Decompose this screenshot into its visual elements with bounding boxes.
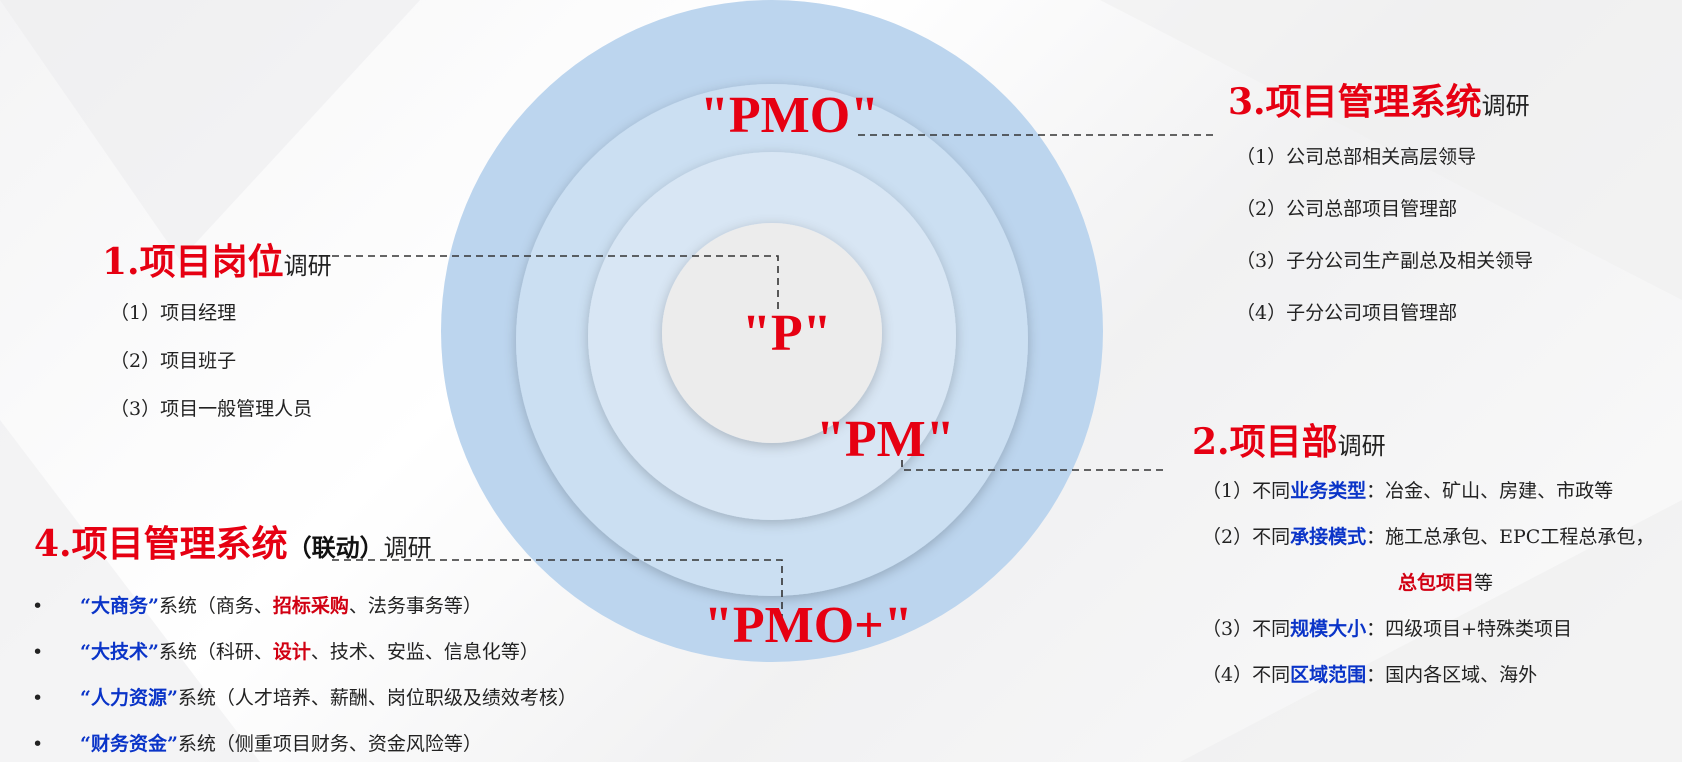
list-item: （2）不同承接模式：施工总承包、EPC工程总承包， — [1202, 526, 1655, 548]
label-pmo-plus: "PMO+" — [704, 597, 913, 654]
label-pmo: "PMO" — [700, 87, 880, 144]
label-p: "P" — [742, 305, 832, 362]
section1-suffix: 调研 — [283, 252, 332, 280]
label-pm: "PM" — [816, 411, 955, 468]
list-item: •“大技术”系统（科研、设计、技术、安监、信息化等） — [32, 641, 539, 663]
section1-list: （1）项目经理 （2）项目班子 （3）项目一般管理人员 — [110, 304, 312, 419]
section4-paren: （联动） — [287, 533, 384, 562]
list-item: （3）子分公司生产副总及相关领导 — [1236, 250, 1534, 272]
section2-list: （1）不同业务类型：冶金、矿山、房建、市政等 （2）不同承接模式：施工总承包、E… — [1202, 482, 1654, 685]
list-item: •“大商务”系统（商务、招标采购、法务事务等） — [32, 595, 482, 617]
core-p — [662, 223, 882, 443]
bullet-icon: • — [32, 595, 44, 617]
leader-line-1 — [332, 255, 779, 312]
section1-title: 1.项目岗位 — [102, 241, 284, 283]
leader-line-4 — [332, 559, 783, 618]
section4-heading: 4.项目管理系统（联动）调研 — [34, 526, 432, 562]
section3-title: 3.项目管理系统 — [1228, 81, 1482, 123]
list-item: （4）不同区域范围：国内各区域、海外 — [1202, 664, 1538, 686]
list-item: （1）项目经理 — [110, 302, 237, 324]
section2-heading: 2.项目部调研 — [1192, 424, 1386, 460]
bullet-icon: • — [32, 687, 44, 709]
list-item: （4）子分公司项目管理部 — [1236, 302, 1458, 324]
list-item: •“人力资源”系统（人才培养、薪酬、岗位职级及绩效考核） — [32, 687, 577, 709]
bullet-icon: • — [32, 641, 44, 663]
section2-title: 2.项目部 — [1192, 421, 1338, 463]
list-item: （1）公司总部相关高层领导 — [1236, 146, 1477, 168]
section3-list: （1）公司总部相关高层领导 （2）公司总部项目管理部 （3）子分公司生产副总及相… — [1236, 148, 1533, 323]
list-item: （2）公司总部项目管理部 — [1236, 198, 1458, 220]
leader-line-2 — [901, 460, 1168, 471]
section1-heading: 1.项目岗位调研 — [102, 244, 332, 280]
list-item: （1）不同业务类型：冶金、矿山、房建、市政等 — [1202, 480, 1614, 502]
list-item: （3）项目一般管理人员 — [110, 398, 313, 420]
section2-suffix: 调研 — [1337, 432, 1386, 460]
section4-title: 4.项目管理系统 — [34, 523, 288, 565]
list-item: （3）不同规模大小：四级项目+特殊类项目 — [1202, 618, 1573, 640]
list-item: •“财务资金”系统（侧重项目财务、资金风险等） — [32, 733, 482, 755]
bullet-icon: • — [32, 733, 44, 755]
list-item: （2）项目班子 — [110, 350, 237, 372]
section4-suffix: 调研 — [383, 534, 432, 562]
section3-heading: 3.项目管理系统调研 — [1228, 84, 1530, 120]
section4-list: •“大商务”系统（商务、招标采购、法务事务等） •“大技术”系统（科研、设计、技… — [32, 597, 577, 754]
list-item: 总包项目等 — [1398, 572, 1494, 594]
section3-suffix: 调研 — [1481, 92, 1530, 120]
